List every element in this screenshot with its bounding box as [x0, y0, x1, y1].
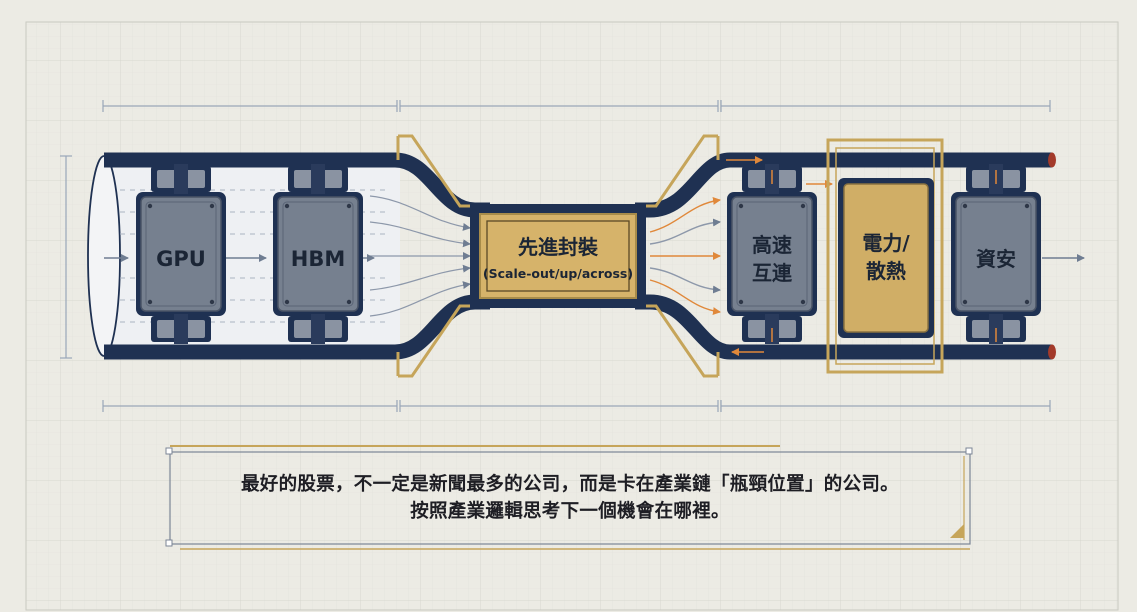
flow-lines-out	[649, 196, 721, 316]
pipe-end-top	[1048, 152, 1056, 168]
caption-line-1: 最好的股票，不一定是新聞最多的公司，而是卡在產業鏈「瓶頸位置」的公司。	[240, 474, 899, 495]
label-packaging-sub: (Scale-out/up/across)	[483, 266, 633, 281]
module-bracket	[288, 164, 348, 194]
caption-line-2: 按照產業邏輯思考下一個機會在哪裡。	[410, 501, 730, 522]
label-power-line1: 電力/	[862, 231, 910, 255]
packaging-module	[470, 204, 646, 308]
label-packaging: 先進封裝	[518, 235, 599, 259]
flow-lines-in	[369, 195, 471, 317]
label-hbm: HBM	[291, 247, 345, 271]
module-bracket	[151, 314, 211, 344]
pipe-opening	[87, 155, 121, 357]
security-module	[951, 164, 1041, 344]
caption-frame	[165, 445, 973, 550]
power-module	[838, 178, 934, 338]
label-interconnect-line2: 互連	[752, 261, 793, 285]
gpu-module	[136, 164, 226, 344]
module-bracket	[151, 164, 211, 194]
label-power-line2: 散熱	[866, 259, 906, 283]
label-gpu: GPU	[156, 247, 206, 271]
dimension-lines	[60, 100, 1051, 412]
label-interconnect-line1: 高速	[752, 233, 792, 257]
caption-box: 最好的股票，不一定是新聞最多的公司，而是卡在產業鏈「瓶頸位置」的公司。 按照產業…	[168, 452, 972, 544]
module-bracket	[288, 314, 348, 344]
hbm-module	[273, 164, 363, 344]
label-security: 資安	[976, 247, 1016, 271]
interconnect-module	[727, 164, 817, 344]
pipe-end-bottom	[1048, 344, 1056, 360]
